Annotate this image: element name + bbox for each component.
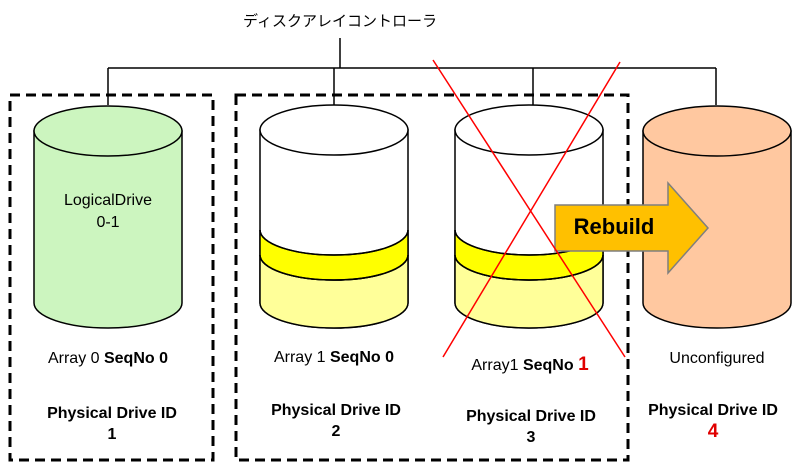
- drive-3-seqno-label: SeqNo: [522, 357, 579, 374]
- drive-1-seqno-label: SeqNo: [103, 350, 160, 367]
- drive-4-status: Unconfigured: [669, 350, 765, 367]
- drive-1-physical-id-value: 1: [107, 426, 117, 443]
- drive-1-physical-label: Physical Drive ID: [47, 405, 177, 422]
- drive-2-array-prefix: Array 1: [273, 349, 330, 366]
- drive-1-array-prefix: Array 0: [47, 350, 104, 367]
- drive-3-cylinder: [454, 104, 604, 329]
- drive-3-array-label: Array1 SeqNo 1: [440, 354, 620, 376]
- drive-3-physical-id-value: 3: [526, 429, 536, 446]
- failed-drive-x-mark: [432, 59, 626, 358]
- drive-4-physical-id-value: 4: [707, 421, 719, 442]
- array0-group-box: [8, 93, 215, 462]
- array1-group-box: [234, 93, 630, 462]
- drive-4-physical-id: Physical Drive ID 4: [618, 400, 808, 442]
- drive-4-cylinder: [642, 105, 792, 329]
- drive-2-physical-id-value: 2: [331, 423, 341, 440]
- drive-1-seqno-value: 0: [159, 350, 169, 367]
- drive-1-physical-id: Physical Drive ID 1: [12, 403, 212, 445]
- rebuild-arrow: [554, 181, 710, 275]
- logical-drive-name: LogicalDrive: [63, 192, 153, 209]
- logical-drive-label: LogicalDrive 0-1: [40, 190, 176, 234]
- drive-2-physical-id: Physical Drive ID 2: [236, 400, 436, 442]
- controller-bus: [107, 38, 717, 105]
- drive-2-seqno-label: SeqNo: [329, 349, 386, 366]
- drive-1-array-label: Array 0 SeqNo 0: [18, 350, 198, 368]
- drive-3-array-prefix: Array1: [471, 357, 523, 374]
- logical-drive-range: 0-1: [96, 214, 120, 231]
- drive-1-cylinder: [33, 105, 183, 329]
- drive-3-physical-id: Physical Drive ID 3: [431, 406, 631, 448]
- controller-label: ディスクアレイコントローラ: [243, 12, 437, 30]
- rebuild-label: Rebuild: [573, 214, 655, 239]
- drive-3-seqno-value: 1: [578, 354, 589, 375]
- drive-4-physical-label: Physical Drive ID: [648, 402, 778, 419]
- drive-2-seqno-value: 0: [385, 349, 395, 366]
- drive-2-array-label: Array 1 SeqNo 0: [244, 349, 424, 367]
- drive-3-physical-label: Physical Drive ID: [466, 408, 596, 425]
- drive-2-physical-label: Physical Drive ID: [271, 402, 401, 419]
- drive-2-cylinder: [259, 104, 409, 329]
